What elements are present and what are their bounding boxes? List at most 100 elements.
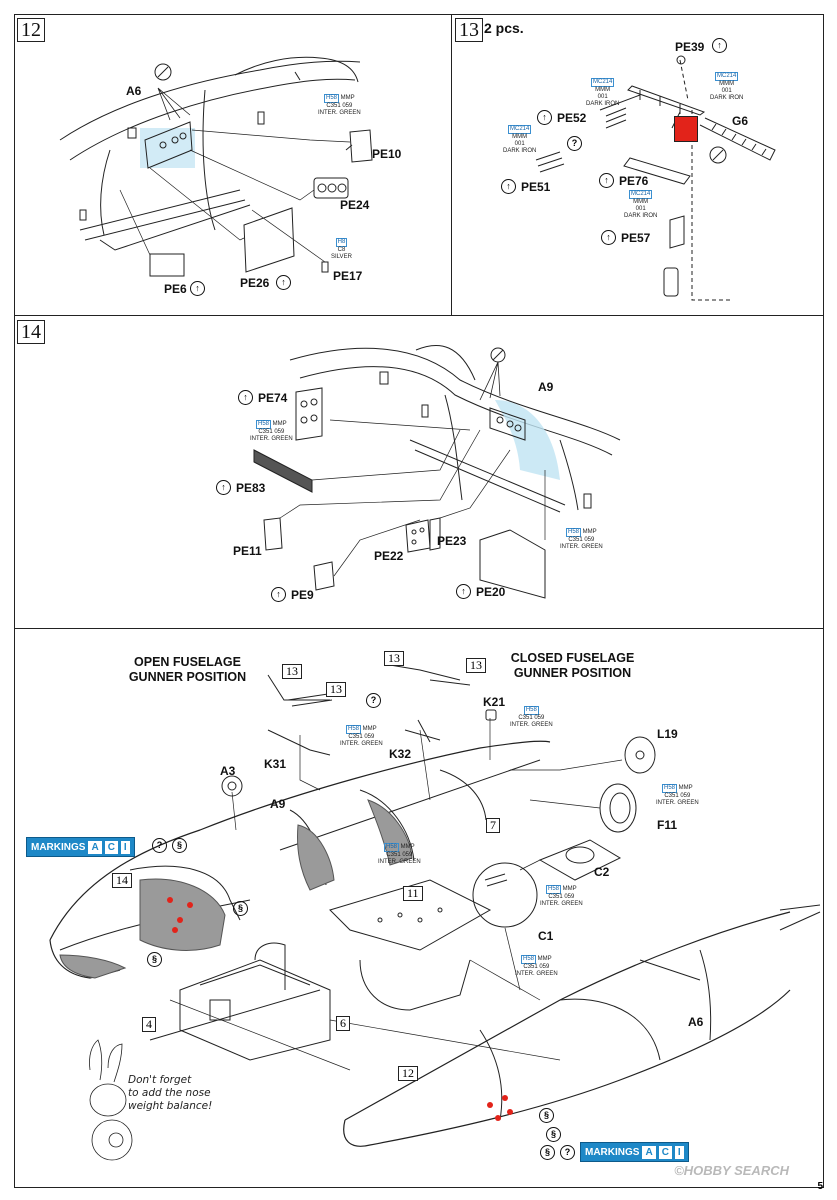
part-label-l19: L19 — [657, 727, 678, 741]
paint-brand: MMP — [272, 421, 287, 427]
paint-callout-silver: H8 C8 SILVER — [331, 238, 352, 261]
question-icon: ? — [567, 136, 582, 151]
paint-name: INTER. GREEN — [540, 901, 583, 907]
paint-code: MC214 — [508, 125, 532, 134]
step-13-quantity: 2 pcs. — [484, 20, 524, 36]
closed-title-line2: GUNNER POSITION — [513, 666, 632, 680]
paint-n-code: 059 — [364, 734, 375, 740]
paint-name: INTER. GREEN — [250, 436, 293, 442]
note-line-2: to add the nose — [128, 1087, 211, 1099]
bend-icon: ↑ — [601, 230, 616, 245]
paint-name: SILVER — [331, 254, 352, 260]
paint-n-code: 059 — [274, 429, 285, 435]
part-label-k21: K21 — [483, 695, 506, 709]
markings-badge-bottom: MARKINGS A C I — [580, 1142, 689, 1162]
part-label-k32: K32 — [389, 747, 412, 761]
part-label-a9: A9 — [538, 380, 554, 394]
step-13-panel — [451, 14, 824, 316]
step-13-number: 13 — [455, 18, 483, 42]
bend-icon: ↑ — [216, 480, 231, 495]
paint-brand: MMM — [633, 199, 649, 205]
paint-code: H58 — [545, 885, 561, 894]
question-icon: ? — [366, 693, 381, 708]
paint-c-code: C351 — [326, 103, 341, 109]
paint-code: H58 — [383, 843, 399, 852]
watermark: ©HOBBY SEARCH — [674, 1163, 789, 1178]
paint-callout-inter-green: H58 MMP C351 059 INTER. GREEN — [540, 885, 583, 908]
markings-label: MARKINGS — [585, 1146, 640, 1158]
part-label-pe39: PE39 — [675, 40, 705, 54]
bend-icon: ↑ — [271, 587, 286, 602]
part-label-pe6: PE6 — [164, 282, 187, 296]
part-label-a6: A6 — [126, 84, 142, 98]
paint-brand: MMM — [595, 87, 611, 93]
part-label-c1: C1 — [538, 929, 554, 943]
paint-callout-inter-green: H58 MMP C351 059 INTER. GREEN — [378, 843, 421, 866]
paint-callout-inter-green: H58 MMP C351 059 INTER. GREEN — [560, 528, 603, 551]
bend-icon: ↑ — [238, 390, 253, 405]
bend-icon: ↑ — [501, 179, 516, 194]
part-label-pe83: PE83 — [236, 481, 266, 495]
bend-icon: ↑ — [537, 110, 552, 125]
spring-icon: § — [540, 1145, 555, 1160]
paint-brand: MMP — [582, 529, 597, 535]
paint-c-code: C351 — [258, 429, 273, 435]
question-icon: ? — [152, 838, 167, 853]
part-label-pe23: PE23 — [437, 534, 467, 548]
paint-n-code: 059 — [534, 715, 545, 721]
part-label-pe51: PE51 — [521, 180, 551, 194]
paint-brand: MMP — [537, 956, 552, 962]
bend-icon: ↑ — [456, 584, 471, 599]
paint-name: INTER. GREEN — [656, 800, 699, 806]
part-label-pe22: PE22 — [374, 549, 404, 563]
paint-n-code: 001 — [514, 141, 525, 147]
paint-n-code: 059 — [680, 793, 691, 799]
part-label-pe17: PE17 — [333, 269, 363, 283]
paint-name: INTER. GREEN — [378, 859, 421, 865]
step-ref-11: 11 — [403, 886, 423, 901]
paint-c-code: C351 — [568, 537, 583, 543]
part-label-a9: A9 — [270, 797, 286, 811]
part-label-pe10: PE10 — [372, 147, 402, 161]
step-12-panel — [14, 14, 452, 316]
step-14-panel — [14, 315, 824, 629]
paint-name: INTER. GREEN — [318, 110, 361, 116]
marking-i: I — [120, 840, 130, 854]
part-label-pe11: PE11 — [233, 544, 262, 558]
part-label-k31: K31 — [264, 757, 287, 771]
step-ref-7: 7 — [486, 818, 500, 833]
part-label-pe57: PE57 — [621, 231, 651, 245]
paint-code: MC214 — [591, 78, 615, 87]
spring-icon: § — [172, 838, 187, 853]
step-ref-12: 12 — [398, 1066, 418, 1081]
paint-c-code: C351 — [348, 734, 363, 740]
paint-callout-dark-iron: MC214 MMM 001 DARK IRON — [503, 125, 536, 155]
paint-name: DARK IRON — [710, 95, 744, 101]
paint-callout-inter-green: H58 MMP C351 059 INTER. GREEN — [340, 725, 383, 748]
paint-code: H8 — [335, 238, 348, 247]
paint-brand: MMP — [340, 95, 355, 101]
paint-brand: MMP — [678, 785, 693, 791]
step-ref-13: 13 — [384, 651, 404, 666]
step-ref-13: 13 — [326, 682, 346, 697]
step-ref-14: 14 — [112, 873, 132, 888]
marking-c: C — [104, 840, 118, 854]
paint-c-code: C8 — [337, 247, 346, 253]
paint-c-code: C351 — [518, 715, 533, 721]
paint-brand: MMP — [400, 844, 415, 850]
part-label-pe76: PE76 — [619, 174, 649, 188]
paint-callout-dark-iron: MC214 MMM 001 DARK IRON — [710, 72, 743, 102]
paint-name: INTER. GREEN — [510, 722, 553, 728]
paint-brand: MMP — [362, 726, 377, 732]
part-label-pe9: PE9 — [291, 588, 314, 602]
spring-icon: § — [147, 952, 162, 967]
paint-c-code: C351 — [523, 964, 538, 970]
marking-c: C — [658, 1145, 672, 1159]
paint-brand: MMP — [562, 886, 577, 892]
paint-callout-dark-iron: MC214 MMM 001 DARK IRON — [624, 190, 657, 220]
part-label-pe52: PE52 — [557, 111, 587, 125]
paint-code: H58 — [255, 420, 271, 429]
question-icon: ? — [560, 1145, 575, 1160]
spring-icon: § — [546, 1127, 561, 1142]
